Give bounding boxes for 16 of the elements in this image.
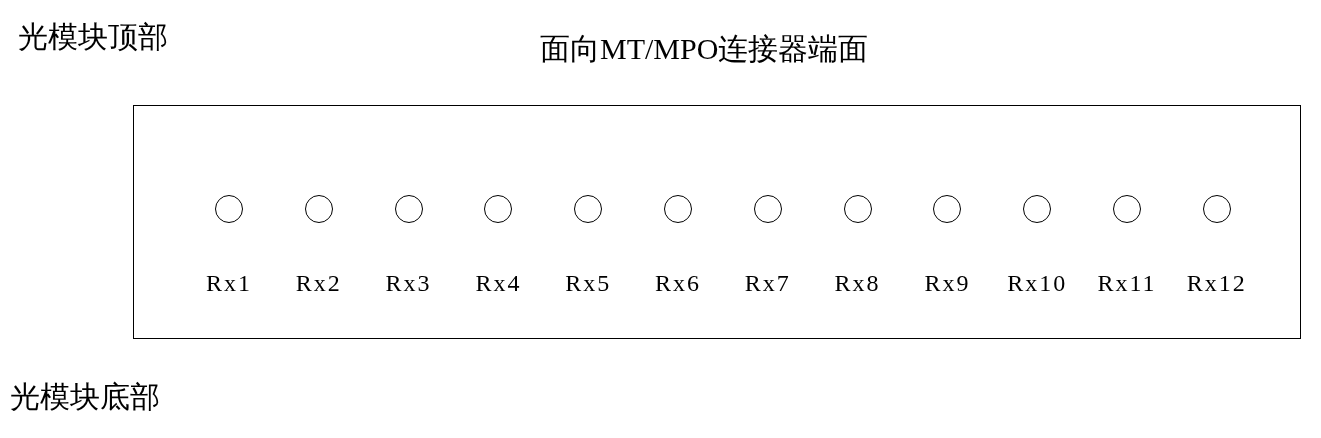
port-label: Rx11 xyxy=(1097,271,1157,295)
port-label: Rx6 xyxy=(655,271,701,295)
port-label: Rx2 xyxy=(295,271,342,295)
port-label: Rx10 xyxy=(1007,271,1068,295)
port-label: Rx12 xyxy=(1186,271,1247,295)
end-face-outline xyxy=(133,105,1301,339)
port-label: Rx8 xyxy=(834,271,881,295)
side-label: 光模块底部 xyxy=(10,382,160,412)
port-label: Rx7 xyxy=(744,271,791,295)
title: 面向MT/MPO连接器端面 xyxy=(540,34,869,64)
port-label: Rx9 xyxy=(924,271,971,295)
side-label: 光模块顶部 xyxy=(18,22,168,52)
port-label: Rx4 xyxy=(475,271,522,295)
port-label: Rx1 xyxy=(206,271,252,295)
port-label: Rx5 xyxy=(565,271,612,295)
port-label: Rx3 xyxy=(385,271,432,295)
